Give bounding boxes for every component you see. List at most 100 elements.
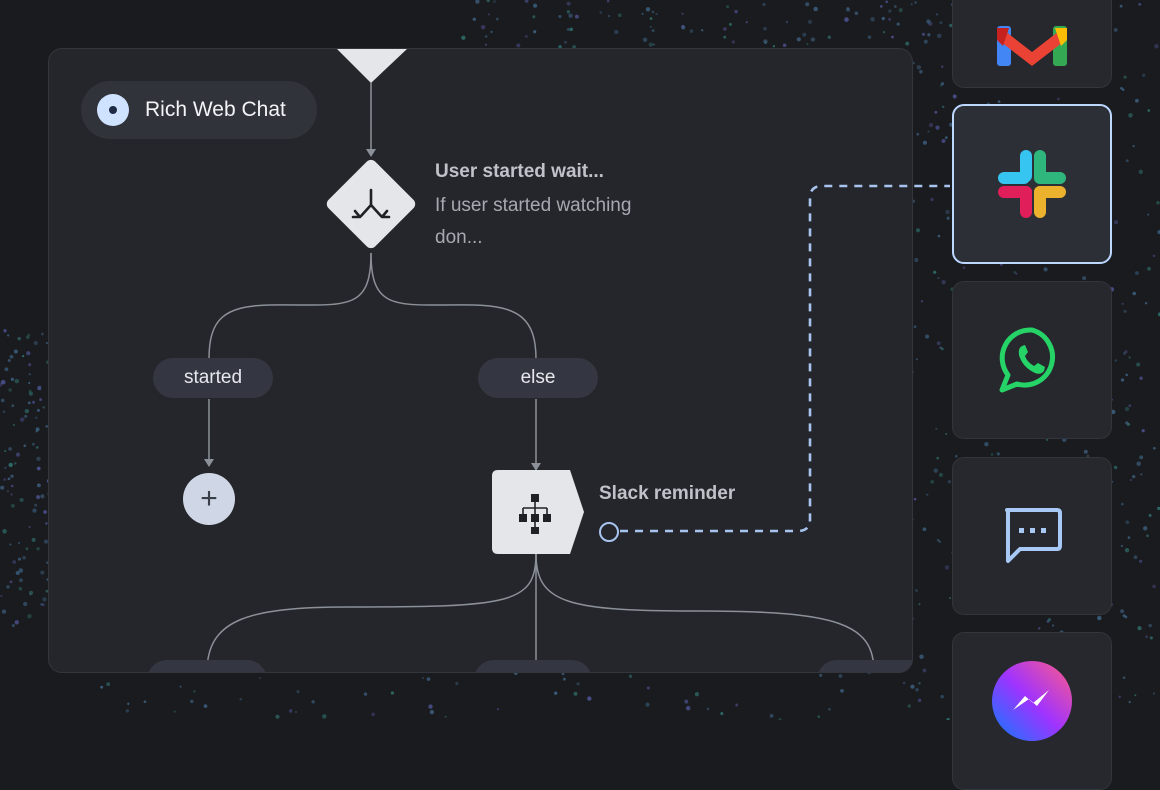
background-dot (17, 337, 21, 341)
background-dot (1136, 461, 1141, 467)
background-dot (100, 685, 104, 689)
branch-line-right (370, 252, 537, 360)
background-dot (810, 37, 816, 42)
background-dot (990, 453, 994, 456)
add-step-button[interactable]: + (183, 473, 235, 525)
background-dot (475, 0, 480, 4)
background-dot (27, 333, 31, 337)
integration-tile-whatsapp[interactable] (952, 281, 1112, 439)
background-dot (813, 6, 818, 12)
background-dot (651, 29, 655, 33)
background-dot (28, 363, 32, 367)
plus-icon: + (200, 482, 218, 515)
background-dot (941, 65, 944, 68)
channel-label: Rich Web Chat (145, 98, 286, 121)
background-dot (173, 710, 176, 713)
background-dot (493, 0, 496, 3)
integration-tile-messenger[interactable] (952, 632, 1112, 790)
background-dot (1121, 302, 1124, 305)
background-dot (36, 483, 41, 488)
background-dot (322, 714, 327, 719)
action-node-slack-reminder[interactable] (492, 470, 587, 554)
background-dot (24, 414, 28, 418)
background-dot (190, 699, 194, 704)
branch-label-else[interactable]: else (478, 358, 598, 398)
integration-tile-gmail[interactable] (952, 0, 1112, 88)
background-dot (802, 32, 807, 37)
background-dot (769, 714, 774, 718)
background-dot (26, 351, 31, 356)
background-dot (43, 539, 49, 544)
background-dot (1123, 75, 1127, 79)
background-dot (1146, 534, 1149, 538)
background-dot (1124, 350, 1128, 354)
background-dot (1013, 271, 1016, 274)
integration-tile-slack[interactable] (952, 104, 1112, 264)
background-dot (1120, 378, 1125, 382)
background-dot (17, 541, 21, 545)
background-dot (10, 484, 14, 488)
background-dot (806, 42, 809, 46)
background-dot (925, 334, 930, 339)
background-dot (941, 138, 946, 144)
background-dot (936, 341, 941, 346)
background-dot (1124, 406, 1130, 412)
background-dot (573, 691, 578, 696)
background-dot (9, 580, 13, 584)
background-dot (31, 537, 36, 542)
background-dot (8, 462, 13, 468)
background-dot (41, 332, 44, 336)
integration-tile-sms[interactable] (952, 457, 1112, 615)
background-dot (566, 1, 571, 6)
background-dot (939, 21, 943, 25)
background-dot (6, 585, 10, 589)
background-dot (4, 449, 7, 453)
background-dot (902, 681, 906, 685)
background-dot (731, 40, 735, 44)
background-dot (28, 381, 31, 384)
background-dot (945, 432, 948, 436)
background-dot (606, 0, 610, 3)
background-dot (1125, 421, 1129, 425)
background-dot (1133, 555, 1138, 560)
background-dot (1132, 474, 1136, 479)
message-bubble-icon (1005, 508, 1062, 563)
background-dot (1125, 520, 1130, 525)
background-dot (817, 715, 821, 718)
background-dot (1043, 267, 1048, 272)
radio-dot-icon (97, 94, 129, 126)
background-dot (22, 555, 26, 560)
label-pill[interactable] (817, 660, 912, 672)
background-dot (7, 359, 11, 362)
background-dot (1122, 614, 1126, 618)
background-dot (36, 495, 41, 500)
background-dot (19, 578, 23, 583)
split-node[interactable] (324, 157, 417, 250)
background-dot (723, 27, 727, 31)
background-dot (0, 379, 6, 385)
background-dot (422, 677, 425, 680)
background-dot (32, 400, 36, 404)
background-dot (11, 623, 16, 628)
background-dot (936, 539, 940, 542)
background-dot (10, 493, 13, 496)
background-dot (720, 712, 724, 716)
background-dot (1114, 220, 1119, 225)
branch-label-started[interactable]: started (153, 358, 273, 398)
background-dot (916, 65, 922, 70)
background-dot (1148, 623, 1152, 628)
background-dot (3, 478, 6, 481)
entry-node[interactable] (337, 49, 407, 83)
background-dot (0, 485, 5, 490)
background-dot (568, 13, 573, 18)
background-dot (566, 28, 570, 31)
background-dot (558, 14, 562, 19)
label-pill[interactable] (474, 660, 592, 672)
background-dot (1120, 87, 1123, 90)
output-connector-handle[interactable] (599, 522, 619, 542)
background-dot (1147, 266, 1151, 271)
channel-badge[interactable]: Rich Web Chat (81, 81, 317, 139)
background-dot (1097, 615, 1102, 621)
background-dot (934, 110, 938, 114)
label-pill[interactable] (147, 660, 267, 672)
